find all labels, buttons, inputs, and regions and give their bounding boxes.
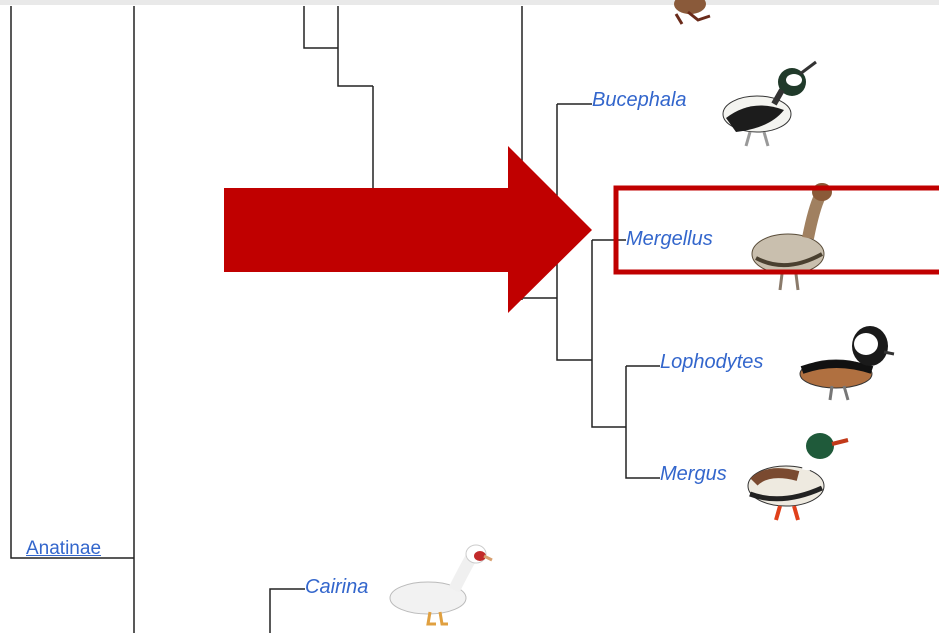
highlight-box xyxy=(613,185,939,275)
branch-left-outer xyxy=(10,6,134,559)
branch-top-b xyxy=(337,6,373,87)
taxon-mergellus-link[interactable]: Mergellus xyxy=(626,228,713,250)
taxon-cairina-link[interactable]: Cairina xyxy=(305,576,369,598)
red-breasted-merganser-icon xyxy=(747,433,849,521)
red-arrow xyxy=(224,146,592,313)
bufflehead-duck-icon xyxy=(722,60,817,147)
duck-top-partial-icon xyxy=(674,0,711,25)
taxon-bucephala-link[interactable]: Bucephala xyxy=(592,89,687,111)
clade-anatinae-link[interactable]: Anatinae xyxy=(26,538,102,559)
page-top-strip xyxy=(0,0,939,5)
taxon-mergus-link[interactable]: Mergus xyxy=(660,463,727,485)
branch-bucephala xyxy=(556,103,592,361)
smew-duck-icon xyxy=(751,183,832,291)
branch-top-a xyxy=(303,6,338,49)
muscovy-duck-icon xyxy=(389,544,493,626)
branch-lophodytes xyxy=(625,365,660,479)
taxon-lophodytes-link[interactable]: Lophodytes xyxy=(660,351,764,373)
branch-mergellus xyxy=(591,239,626,428)
hooded-merganser-icon xyxy=(799,326,895,401)
branch-cairina xyxy=(269,588,305,633)
